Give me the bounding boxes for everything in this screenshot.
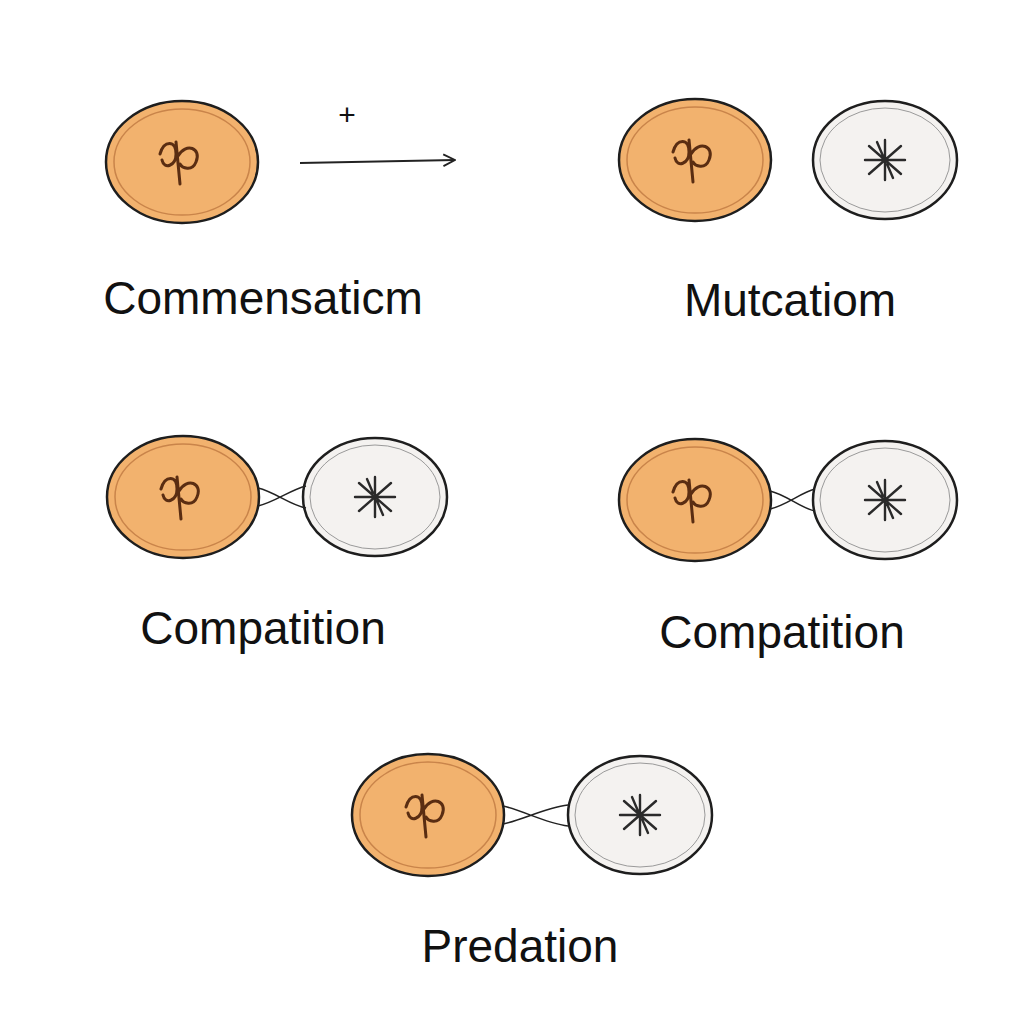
interaction-name: Compatition [140,605,385,651]
white-organism [303,438,447,556]
arrow-sign: + [338,100,356,130]
interaction-name: Predation [422,923,619,969]
interaction-name: Commensaticm [103,275,423,321]
interaction-name: Mutcatiom [684,277,896,323]
orange-organism [619,99,771,221]
white-organism [813,441,957,559]
interaction-lines [770,489,815,511]
white-organism [568,756,712,874]
orange-organism [107,436,259,558]
arrow [300,160,455,163]
interaction-lines [503,805,568,826]
interaction-name: Compatition [659,609,904,655]
orange-organism [106,101,258,223]
orange-organism [352,754,504,876]
interaction-lines [258,486,306,508]
orange-organism [619,439,771,561]
white-organism [813,101,957,219]
